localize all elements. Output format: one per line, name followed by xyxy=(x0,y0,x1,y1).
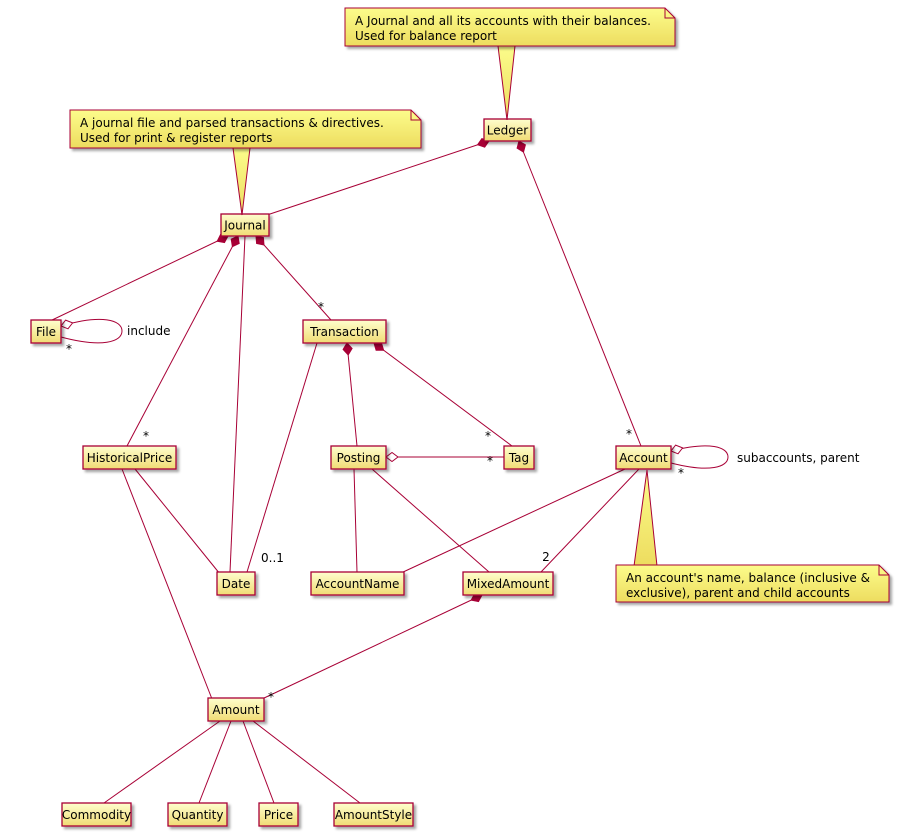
edge-historicalprice-amount xyxy=(121,468,213,700)
filled-diamond xyxy=(255,235,265,246)
note-ledger: A Journal and all its accounts with thei… xyxy=(344,7,676,121)
self-loop-file: include * xyxy=(60,319,170,356)
edge-transaction-date: 0..1 xyxy=(246,342,318,573)
class-node-posting: Posting xyxy=(330,445,387,470)
filled-diamond xyxy=(373,342,385,351)
class-node-tag: Tag xyxy=(503,445,535,470)
edge-amount-amountstyle xyxy=(252,720,361,804)
edge-journal-historicalprice: * xyxy=(126,235,240,447)
class-name: Date xyxy=(222,577,251,591)
class-node-file: File xyxy=(30,319,62,344)
edge-account-mixedamount: 2 xyxy=(540,468,640,573)
class-name: Commodity xyxy=(62,808,131,822)
edge-label: * xyxy=(487,454,493,468)
note-account: An account's name, balance (inclusive &e… xyxy=(615,469,890,603)
edge-label: * xyxy=(626,427,632,441)
note-text-line: A Journal and all its accounts with thei… xyxy=(355,14,651,28)
edge-transaction-posting xyxy=(342,342,358,447)
filled-diamond xyxy=(516,140,526,153)
filled-diamond xyxy=(342,342,353,356)
class-name: File xyxy=(36,325,56,339)
class-name: Posting xyxy=(337,451,381,465)
note-text-line: Used for balance report xyxy=(355,29,497,43)
notes-layer: A Journal and all its accounts with thei… xyxy=(69,7,890,603)
edge-amount-commodity xyxy=(103,720,221,804)
edge-posting-mixedamount xyxy=(371,468,490,573)
filled-diamond xyxy=(230,235,240,248)
note-pointer xyxy=(633,469,658,567)
class-name: AccountName xyxy=(316,577,400,591)
class-node-commodity: Commodity xyxy=(61,802,132,827)
edge-journal-transaction: * xyxy=(255,235,332,321)
edge-mixedamount-amount: * xyxy=(261,592,483,704)
self-loop-account: subaccounts, parent * xyxy=(670,444,860,480)
class-name: HistoricalPrice xyxy=(87,451,172,465)
class-name: Amount xyxy=(212,703,259,717)
class-node-ledger: Ledger xyxy=(483,118,532,142)
class-node-account: Account xyxy=(615,445,672,470)
edge-label: * xyxy=(318,300,324,314)
edge-ledger-account: * xyxy=(516,140,642,447)
edge-label: * xyxy=(485,429,491,443)
note-pointer xyxy=(497,45,516,121)
class-node-mixedamount: MixedAmount xyxy=(462,571,554,596)
edge-posting-tag: * xyxy=(385,451,504,468)
edge-account-accountname xyxy=(400,468,626,574)
edge-label: * xyxy=(268,690,274,704)
class-name: AmountStyle xyxy=(335,808,412,822)
note-fold-icon xyxy=(878,565,889,576)
class-name: Price xyxy=(264,808,293,822)
class-name: Ledger xyxy=(487,123,528,137)
edge-ledger-journal xyxy=(263,138,490,217)
class-node-amountstyle: AmountStyle xyxy=(333,802,414,827)
edge-label: * xyxy=(678,466,684,480)
class-name: Transaction xyxy=(309,325,379,339)
note-text-line: A journal file and parsed transactions &… xyxy=(80,116,384,130)
class-node-accountname: AccountName xyxy=(310,571,405,596)
class-node-price: Price xyxy=(258,802,299,827)
class-name: Account xyxy=(619,451,668,465)
open-diamond xyxy=(60,319,74,330)
edge-transaction-tag: * xyxy=(373,342,513,447)
note-pointer xyxy=(232,147,251,216)
class-name: Tag xyxy=(508,451,529,465)
note-text-line: exclusive), parent and child accounts xyxy=(626,586,850,600)
edge-journal-file xyxy=(49,233,229,322)
edges-layer: * * * * 0..1 * 2 * xyxy=(49,138,642,804)
edge-historicalprice-date xyxy=(134,468,221,575)
class-node-amount: Amount xyxy=(207,697,265,722)
edge-label: 0..1 xyxy=(261,551,284,565)
edge-amount-quantity xyxy=(198,720,232,804)
class-node-transaction: Transaction xyxy=(302,319,387,344)
edge-posting-accountname xyxy=(353,468,358,573)
note-body xyxy=(69,109,422,149)
class-name: MixedAmount xyxy=(467,577,550,591)
note-fold-icon xyxy=(664,8,675,19)
edge-amount-price xyxy=(242,720,275,804)
class-name: Journal xyxy=(223,218,266,232)
edge-label: include xyxy=(127,324,170,338)
class-node-quantity: Quantity xyxy=(167,802,228,827)
note-text-line: Used for print & register reports xyxy=(80,131,272,145)
open-diamond xyxy=(385,451,399,463)
edge-label: subaccounts, parent xyxy=(737,451,860,465)
edge-label: 2 xyxy=(542,550,550,564)
class-name: Quantity xyxy=(172,808,224,822)
class-node-journal: Journal xyxy=(220,213,270,237)
note-body xyxy=(615,564,890,603)
note-body xyxy=(344,7,676,47)
edge-label: * xyxy=(66,342,72,356)
note-text-line: An account's name, balance (inclusive & xyxy=(626,571,870,585)
edge-journal-date xyxy=(229,235,246,573)
note-journal: A journal file and parsed transactions &… xyxy=(69,109,422,216)
self-loops-layer: include * subaccounts, parent * xyxy=(60,319,860,480)
class-node-historicalprice: HistoricalPrice xyxy=(82,445,177,470)
note-fold-icon xyxy=(410,110,421,121)
class-node-date: Date xyxy=(216,571,256,596)
open-diamond xyxy=(670,444,684,455)
edge-label: * xyxy=(143,429,149,443)
